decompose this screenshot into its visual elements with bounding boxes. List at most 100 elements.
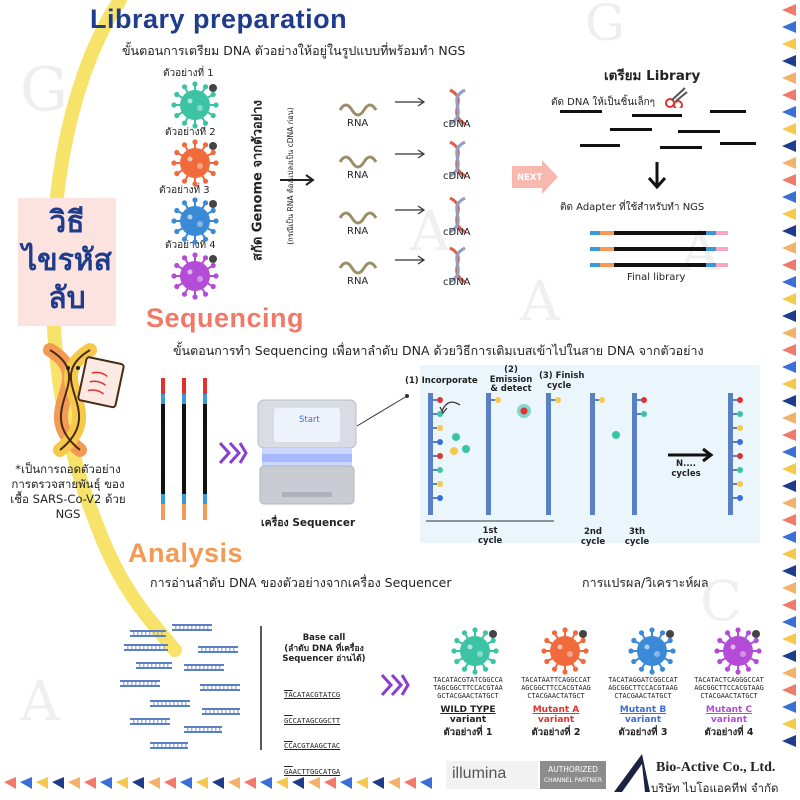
- cycle3-label: 3th cycle: [623, 527, 651, 547]
- step2-line2: Emission: [489, 374, 533, 385]
- step1-label: (1) Incorporate: [405, 376, 478, 386]
- machine-label: เครื่อง Sequencer: [261, 517, 356, 529]
- cycle3-line2: cycle: [624, 537, 650, 547]
- cdna-label: cDNA: [443, 277, 471, 288]
- virus-icon-1: [171, 81, 219, 129]
- next-label: NEXT: [517, 173, 543, 183]
- read-label: การอ่านลำดับ DNA ของตัวอย่างจากเครื่อง S…: [150, 575, 452, 590]
- rna-to-cdna-icon: [338, 196, 466, 234]
- rna-label: RNA: [347, 226, 369, 237]
- variant-type-3: variant: [624, 715, 662, 725]
- sequencing-title: Sequencing: [146, 303, 305, 333]
- variant-type-4: variant: [710, 715, 748, 725]
- chevron-right-icon: [218, 441, 248, 465]
- sample-label-3: ตัวอย่างที่ 3: [159, 185, 210, 196]
- screen-start-button: Start: [299, 415, 320, 425]
- ncycle-line2: cycles: [671, 469, 701, 479]
- virus-icon-3: [171, 197, 219, 245]
- cut-label: ตัด DNA ให้เป็นชิ้นเล็กๆ: [551, 97, 656, 108]
- variant-name-4: Mutant C: [705, 705, 753, 715]
- variant-name-2: Mutant A: [532, 705, 580, 715]
- virus-icon-4: [171, 252, 219, 300]
- cycle2-line1: 2nd: [583, 527, 603, 537]
- step2-line1: (2): [504, 365, 518, 375]
- sequencing-subtitle: ขั้นตอนการทำ Sequencing เพื่อหาลำดับ DNA…: [173, 343, 704, 358]
- cdna-label: cDNA: [443, 227, 471, 238]
- svg-text:A: A: [519, 269, 561, 333]
- basecall-seq-line2: GCCATAGCGGCTT: [284, 715, 341, 725]
- extract-arrow-icon: [280, 174, 315, 186]
- dna-mascot-icon: [43, 343, 125, 457]
- svg-text:G: G: [585, 0, 625, 52]
- variant-sample-3: ตัวอย่างที่ 3: [618, 727, 668, 738]
- cycle3-line1: 3th: [628, 527, 646, 537]
- rna-label: RNA: [347, 118, 369, 129]
- read-fragments: [120, 624, 240, 749]
- analysis-title: Analysis: [128, 538, 244, 568]
- basecall-seq-line3: CCACGTAAGCTAC: [284, 741, 341, 750]
- company-en: Bio-Active Co., Ltd.: [656, 760, 776, 775]
- ncycle-label: N.... cycles: [669, 459, 703, 479]
- cycle2-label: 2nd cycle: [579, 527, 607, 547]
- step3-line1: (3) Finish: [539, 371, 585, 381]
- side-title-line3: ลับ: [48, 281, 86, 316]
- virus-icon-2: [171, 139, 219, 187]
- bioactive-logo-icon: [614, 754, 650, 792]
- illumina-text: illumina: [452, 765, 507, 782]
- final-library-strands: [590, 231, 728, 267]
- dna-fragments: [560, 110, 756, 149]
- right-triangle-strip: [782, 4, 796, 747]
- basecall-seq-line4: GAACTTGGCATGA: [284, 766, 341, 776]
- interpret-label: การแปรผล/วิเคราะห์ผล: [582, 575, 709, 590]
- sbs-diagram: [426, 393, 743, 522]
- rna-to-cdna-icon: [338, 88, 466, 126]
- variant-sample-2: ตัวอย่างที่ 2: [531, 727, 581, 738]
- authorized-line2: CHANNEL PARTNER: [543, 777, 602, 784]
- step3-label: (3) Finish cycle: [539, 371, 585, 391]
- extract-label: สกัด Genome จากตัวอย่าง: [250, 100, 266, 261]
- variant-name-3: Mutant B: [619, 705, 667, 715]
- basecall-line1: Base call: [302, 633, 346, 643]
- rna-to-cdna-icon: [338, 140, 466, 178]
- dna-input-strands: [161, 378, 207, 520]
- rna-label: RNA: [347, 276, 369, 287]
- zoom-line: [356, 394, 409, 427]
- company-th: บริษัท ไบโอแอคทีฟ จำกัด: [651, 781, 779, 795]
- cycle2-line2: cycle: [580, 537, 606, 547]
- variant-virus-icon-1: [451, 627, 499, 675]
- rna-to-cdna-icon: [338, 246, 466, 284]
- side-note: *เป็นการถอดตัวอย่าง การตรวจสายพันธุ์ ของ…: [10, 462, 126, 521]
- cycle1-line1: 1st: [482, 526, 498, 536]
- adapter-label: ติด Adapter ที่ใช้สำหรับทำ NGS: [560, 202, 705, 213]
- variant-name-1: WILD TYPE: [440, 705, 496, 715]
- side-title-line2: ไขรหัส: [22, 243, 112, 278]
- authorized-badge: AUTHORIZED CHANNEL PARTNER: [540, 761, 606, 789]
- step3-line2: cycle: [547, 380, 572, 391]
- prep-title: เตรียม Library: [604, 68, 701, 84]
- cdna-label: cDNA: [443, 171, 471, 182]
- sequencer-machine-icon: [257, 399, 357, 505]
- scissors-icon: [665, 87, 688, 108]
- variant-type-1: variant: [449, 715, 487, 725]
- variant-sample-1: ตัวอย่างที่ 1: [443, 727, 493, 738]
- ncycle-line1: N....: [675, 459, 697, 469]
- svg-text:C: C: [700, 569, 742, 633]
- basecall-line2: (ลำดับ DNA ที่เครื่อง: [284, 643, 364, 654]
- basecall-line3: Sequencer อ่านได้): [282, 654, 366, 664]
- basecall-seq-line1: TACATACGTATCG: [284, 690, 341, 699]
- sample-label-4: ตัวอย่างที่ 4: [165, 240, 216, 251]
- variant-type-2: variant: [537, 715, 575, 725]
- basecall-label: Base call (ลำดับ DNA ที่เครื่อง Sequence…: [274, 633, 374, 665]
- cycle1-label: 1st cycle: [478, 526, 502, 546]
- basecall-sequence: TACATACGTATCG GCCATAGCGGCTT CCACGTAAGCTA…: [284, 674, 340, 785]
- library-title: Library preparation: [90, 4, 348, 34]
- step2-line3: & detect: [490, 384, 532, 394]
